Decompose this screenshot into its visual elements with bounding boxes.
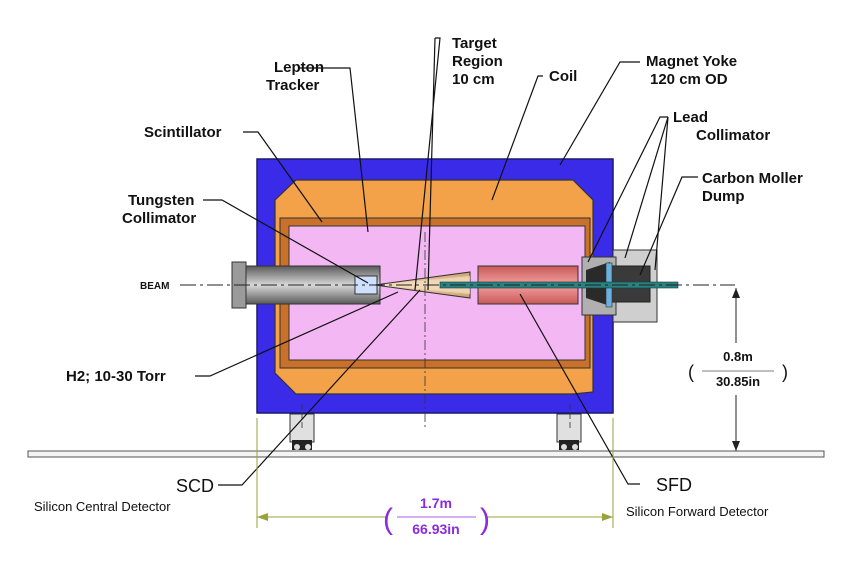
- coil-label: Coil: [549, 68, 577, 85]
- height-in: 30.85in: [716, 374, 760, 389]
- sfd-label: SFD: [656, 475, 692, 495]
- height-bracket-left: (: [688, 362, 694, 382]
- length-dimension: [256, 418, 614, 528]
- lepton-tracker-label: Lepton Tracker: [266, 59, 328, 94]
- height-bracket-right: ): [782, 362, 788, 382]
- scd-label: SCD: [176, 476, 214, 496]
- length-m: 1.7m: [420, 495, 452, 511]
- tungsten-collimator-label: Tungsten Collimator: [122, 192, 199, 227]
- magnet-yoke-label: Magnet Yoke 120 cm OD: [646, 53, 741, 88]
- target-region-label: Target Region 10 cm: [452, 35, 507, 88]
- lead-collimator-label: Lead Collimator: [673, 109, 770, 144]
- scintillator-label: Scintillator: [144, 124, 222, 141]
- height-m: 0.8m: [723, 349, 753, 364]
- height-dimension: [692, 288, 784, 451]
- leader-lines: [195, 37, 698, 486]
- floor-plate: [27, 450, 825, 458]
- length-bracket-left: (: [383, 503, 393, 536]
- carbon-moller-dump-label: Carbon Moller Dump: [702, 170, 807, 205]
- h2-label: H2; 10-30 Torr: [66, 368, 166, 385]
- beam-label: BEAM: [140, 281, 169, 292]
- scd-full-label: Silicon Central Detector: [34, 499, 171, 514]
- length-in: 66.93in: [412, 521, 459, 537]
- length-bracket-right: ): [480, 503, 490, 536]
- sfd-full-label: Silicon Forward Detector: [626, 504, 769, 519]
- support-foot-right: [556, 413, 582, 450]
